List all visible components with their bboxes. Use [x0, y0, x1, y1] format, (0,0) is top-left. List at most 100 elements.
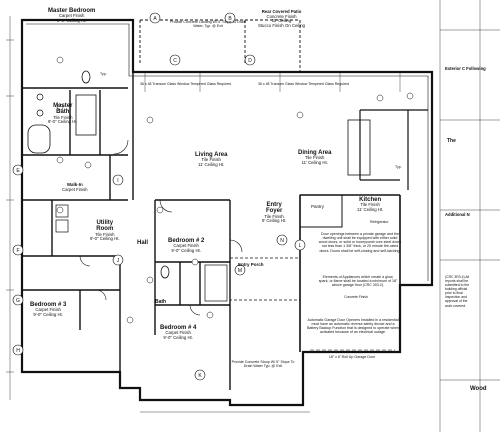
entry-porch-label: Entry Porch [238, 262, 264, 268]
room-title: Room [96, 226, 114, 233]
grid-marker [12, 344, 24, 356]
sink [36, 109, 44, 117]
entry-porch [230, 257, 301, 301]
room-title: Bath [155, 299, 167, 305]
side-note-line: inspection and [445, 295, 467, 300]
room-ceiling: 9'-0" Ceiling Ht. [90, 236, 120, 242]
exterior-wall [20, 18, 434, 407]
side-note-line: prior to final [445, 291, 463, 296]
grid-marker-letter: C [173, 58, 177, 64]
grid-marker [112, 254, 124, 266]
grid-marker-letter: D [248, 58, 252, 64]
room-ceiling: 9' Ceiling Ht. [262, 218, 287, 224]
room-title: Dining Area [298, 150, 332, 156]
room-finish: Carpet Finish [62, 186, 88, 192]
detail-tag [84, 161, 92, 169]
sink [36, 93, 44, 101]
bedroom4-label: Bedroom # 4 Carpet Finish 9'-0" Ceiling … [160, 325, 196, 340]
room-ceiling: 11' Ceiling [271, 18, 292, 23]
room-title: Rear Covered Patio [261, 9, 302, 14]
detail-tag [146, 276, 154, 284]
grid-marker-letter: E [16, 168, 20, 174]
shower [75, 94, 97, 136]
room-title: Walk-In [66, 182, 83, 187]
room-ceiling: 9'-0" Ceiling Ht. [33, 311, 63, 317]
hall-label: Hall [137, 240, 148, 246]
room-finish: Carpet Finish [173, 243, 199, 249]
bedroom3-label: Bedroom # 3 Carpet Finish 9'-0" Ceiling … [30, 302, 66, 317]
entry-foyer-label: Entry Foyer Tile Finish 9' Ceiling Ht. [262, 202, 286, 224]
porch-stoop-note: Provide Concrete Stoop W/.5" Slope To Dr… [231, 360, 295, 369]
pantry-label: Pantry [311, 204, 325, 210]
room-ceiling: 9'-0" Ceiling Ht. [163, 334, 193, 340]
room-title: Entry Porch [238, 262, 264, 267]
side-note-line: work covered. [445, 303, 467, 308]
garage-separation-note: Door openings between a private garage a… [318, 232, 402, 253]
grid-marker [294, 239, 306, 251]
room-title: Master [53, 103, 73, 109]
utility-room-label: Utility Room Tile Finish 9'-0" Ceiling H… [90, 220, 120, 242]
room-ceiling: 11' Ceiling Ht. [198, 161, 225, 167]
side-note-line: submitted to the [445, 283, 470, 288]
rear-patio-label: Rear Covered Patio Concrete Finish 11' C… [258, 9, 306, 28]
concrete-finish-note: Concrete Finish [344, 295, 368, 299]
grid-marker-letter: G [16, 298, 20, 304]
room-title: Bedroom # 3 [30, 302, 67, 308]
window-tag: 36 x 48 Transom Glass Window Tempered Gl… [140, 82, 231, 86]
typ-tag: Typ. [100, 72, 107, 76]
detail-tag [191, 258, 199, 266]
room-finish: Tile Finish [95, 231, 115, 237]
room-title: Living Area [195, 152, 228, 158]
grid-marker [276, 234, 288, 246]
room-ceiling-finish: Stucco Finish On Ceiling [258, 22, 306, 28]
detail-tag [56, 206, 64, 214]
room-ceiling: 9'-0" Ceiling Ht. [171, 247, 201, 253]
grid-marker [244, 54, 256, 66]
toilet [160, 265, 170, 279]
kitchen-counter [359, 109, 428, 190]
detail-tag [56, 156, 64, 164]
exterior-heading: Exterior C Following [445, 66, 486, 71]
bathtub [27, 124, 51, 154]
typ-tag: Typ. [395, 165, 402, 169]
bedroom2-label: Bedroom # 2 Carpet Finish 9'-0" Ceiling … [168, 238, 204, 253]
grid-marker [224, 12, 236, 24]
detail-tag [406, 92, 414, 100]
room-title: Bedroom # 4 [160, 325, 197, 331]
additional-heading: Additional N [445, 212, 470, 217]
room-finish: Carpet Finish [165, 330, 191, 336]
the-heading: The [447, 138, 456, 144]
grid-marker-letter: J [117, 258, 120, 264]
grid-marker-letter: A [153, 16, 157, 22]
room-title: Entry [266, 202, 282, 208]
grid-marker-letter: K [198, 373, 202, 379]
side-note-line: reports shall be [445, 279, 469, 284]
room-title: Pantry [311, 204, 325, 209]
garage-opener-note: Automatic Garage Door Openers Installed … [306, 318, 400, 335]
room-finish: Carpet Finish [35, 307, 61, 313]
grid-marker-letter: I [117, 178, 118, 184]
master-bath-label: Master Bath Tile Finish 9'-0" Ceiling Ht… [48, 103, 78, 125]
rear-patio [139, 19, 301, 72]
garage-appliance-note: Elements of Appliances which create a gl… [318, 275, 398, 288]
detail-tag [376, 94, 384, 102]
grid-marker [12, 294, 24, 306]
grid-marker-letter: F [16, 248, 19, 254]
room-finish: Tile Finish [305, 155, 325, 161]
room-ceiling: 9'-0" Ceiling Ht. [56, 17, 87, 23]
window-tag: 36 x 48 Transom Glass Window Tempered Gl… [258, 82, 349, 86]
living-area-label: Living Area Tile Finish 11' Ceiling Ht. [195, 152, 227, 167]
room-finish: Carpet Finish [58, 13, 85, 19]
room-title: Hall [137, 240, 149, 246]
grid-marker [169, 54, 181, 66]
dryer [55, 219, 69, 233]
grid-marker-letter: B [228, 16, 232, 22]
detail-tag [146, 116, 154, 124]
room-title: Master Bedroom [48, 8, 96, 14]
kitchen-label: Kitchen Tile Finish 11' Ceiling Ht. [357, 197, 383, 212]
room-ceiling: 11' Ceiling Ht. [357, 206, 384, 212]
room-ceiling: 11' Ceiling Ht. [301, 159, 328, 165]
tub [204, 264, 228, 302]
room-title: Foyer [265, 208, 283, 215]
